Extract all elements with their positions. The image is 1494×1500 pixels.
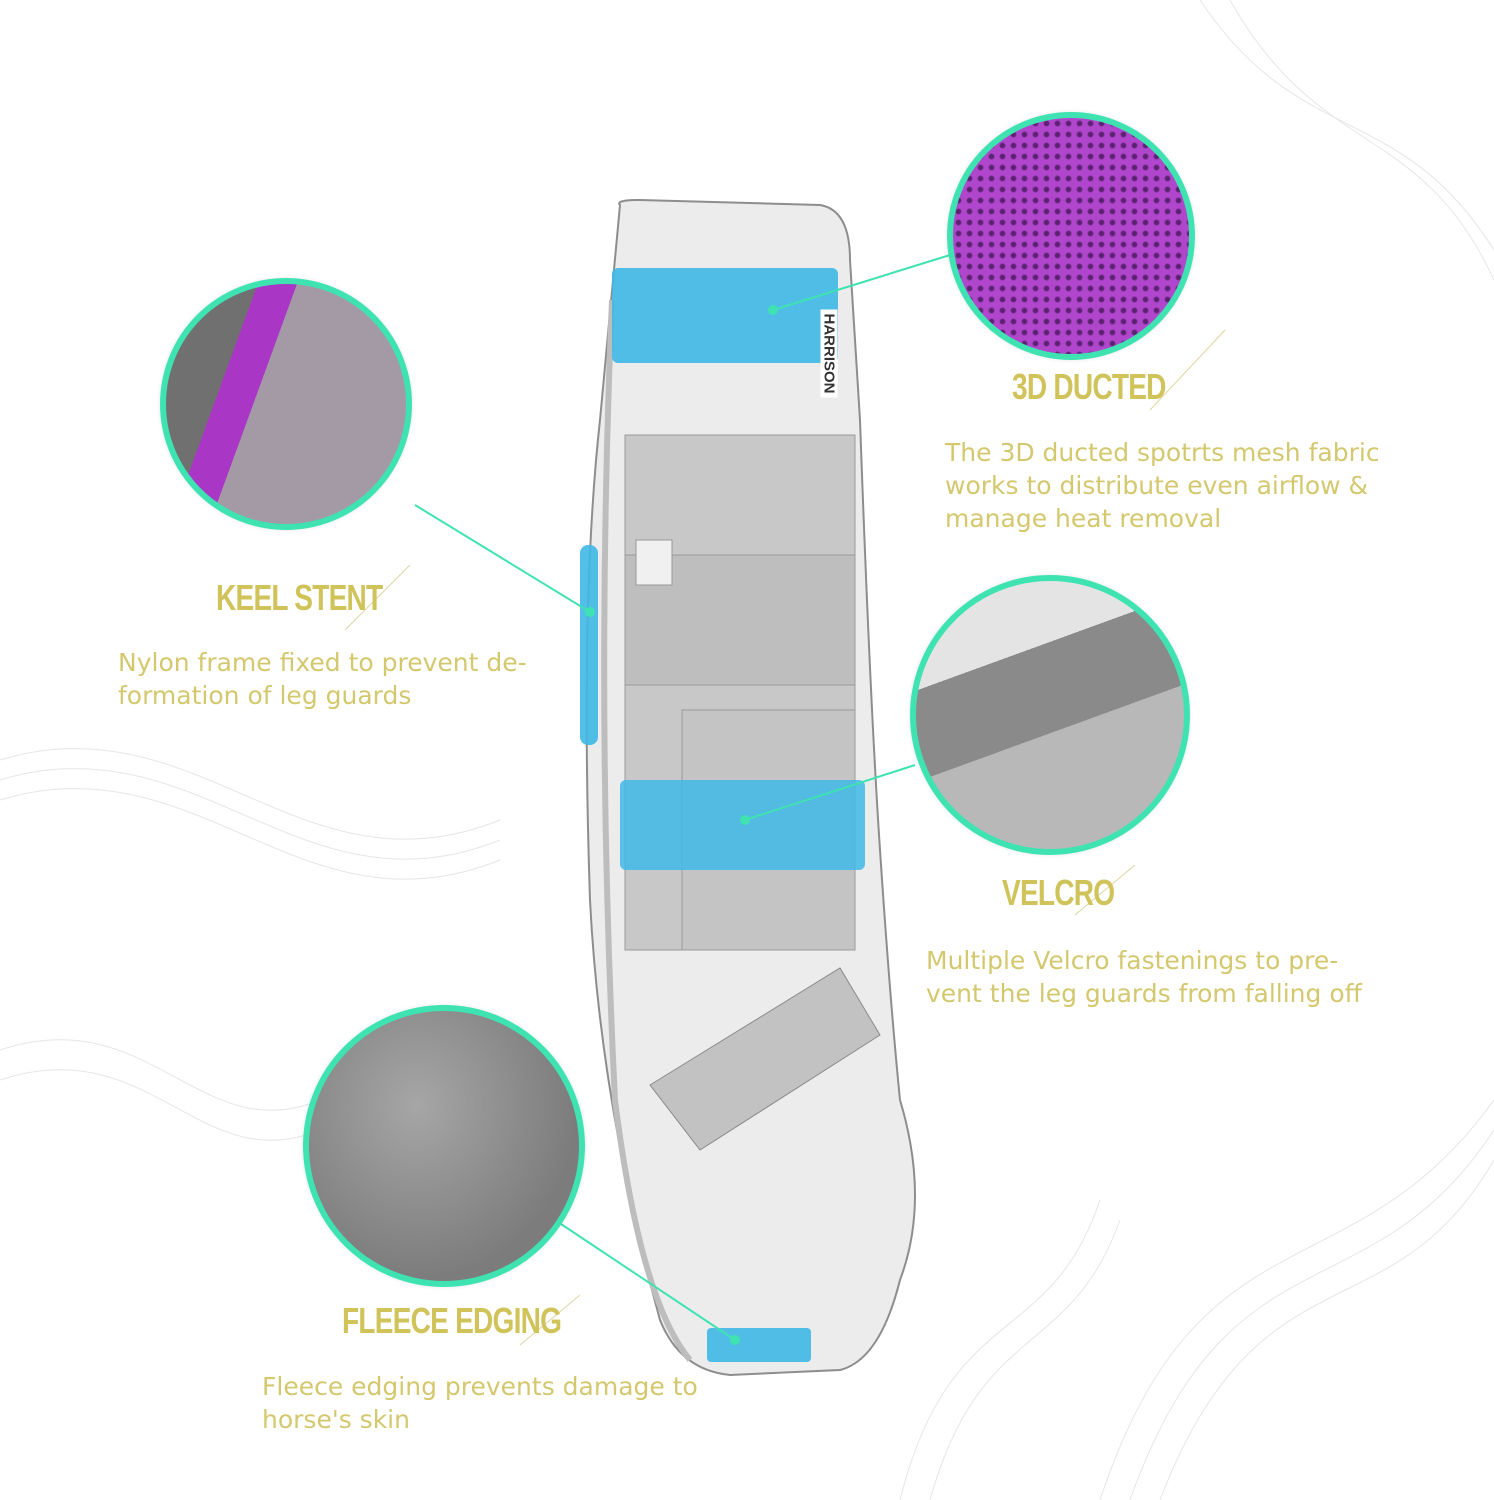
feature-title-velcro: VELCRO: [1002, 872, 1115, 913]
feature-desc-fleece-edging: Fleece edging prevents damage to horse's…: [262, 1372, 698, 1434]
mesh-highlight: [612, 268, 838, 363]
feature-desc-keel-stent: Nylon frame fixed to prevent de- formati…: [118, 648, 527, 710]
feature-title-fleece-edging: FLEECE EDGING: [342, 1300, 562, 1341]
keel-highlight: [580, 545, 598, 745]
feature-title-keel-stent: KEEL STENT: [216, 577, 383, 618]
mesh-detail-circle: [947, 112, 1195, 360]
feature-desc-3d-ducted: The 3D ducted spotrts mesh fabric works …: [945, 438, 1380, 533]
feature-title-3d-ducted: 3D DUCTED: [1012, 366, 1166, 407]
feature-desc-velcro: Multiple Velcro fastenings to pre- vent …: [926, 946, 1362, 1008]
fleece-detail-circle: [303, 1005, 585, 1287]
velcro-highlight: [620, 780, 865, 870]
keel-detail-circle: [160, 278, 412, 530]
velcro-detail-circle: [910, 575, 1190, 855]
